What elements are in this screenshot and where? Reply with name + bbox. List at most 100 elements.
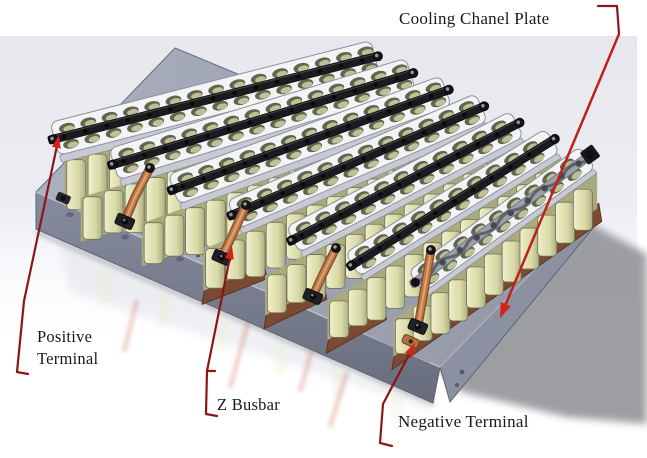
busbar-silver-blob (524, 197, 531, 204)
arrowhead-icon (500, 302, 511, 318)
bolt-glint (169, 187, 174, 191)
battery-cell (448, 279, 469, 322)
busbar-weld-tab (358, 257, 364, 262)
terminal-block (114, 213, 136, 230)
cell-top-in-hole (173, 114, 185, 121)
busbar-weld-tab (284, 146, 289, 151)
cell-top-in-hole (373, 121, 384, 129)
cell-top-in-hole (307, 186, 318, 194)
bolt-glint (374, 53, 379, 58)
battery-cell (82, 196, 103, 240)
busbar-weld-tab (260, 199, 265, 205)
cell-top-in-hole (237, 97, 249, 105)
cell-top-in-hole (331, 136, 343, 144)
cell-top-in-hole (228, 174, 239, 181)
cell-top-in-hole (492, 212, 503, 221)
battery-cell (572, 188, 593, 231)
busbar-weld-tab (358, 202, 363, 208)
bolt-glint (123, 218, 126, 222)
battery-cell (265, 222, 286, 269)
cell-top-in-hole (414, 106, 425, 114)
busbar-silver-blob (439, 259, 446, 266)
bolt-glint (428, 247, 432, 251)
busbar-weld-tab (104, 123, 109, 128)
label-positive-terminal: Positive Terminal (37, 327, 99, 368)
busbar-silver-blob (507, 209, 514, 217)
busbar-weld-tab (360, 58, 365, 63)
cell-top-in-hole (429, 274, 439, 283)
cell-top-in-hole (345, 216, 356, 224)
cell-top-in-hole (246, 212, 258, 220)
busbar-weld-tab (325, 131, 330, 136)
cell-top-in-hole (536, 196, 546, 205)
busbar-silver-blob (490, 222, 497, 229)
busbar-weld-tab (397, 182, 402, 187)
cell-top-in-hole (510, 199, 521, 208)
busbar-weld-tab (452, 199, 457, 204)
busbar-weld-tab (268, 114, 273, 119)
cell-top-in-hole (518, 209, 528, 218)
cell-top-in-hole (423, 175, 434, 183)
leader-z-busbar (204, 250, 233, 418)
bolt-glint (220, 254, 223, 258)
cell-reflection (274, 340, 287, 375)
busbar-weld-tab (377, 192, 383, 197)
busbar-weld-tab (125, 117, 131, 123)
busbar-weld-tab (428, 93, 434, 99)
battery-cell (366, 277, 387, 321)
cell-top-in-hole (306, 236, 317, 244)
bolt-glint (551, 136, 556, 141)
busbar-weld-tab (394, 75, 400, 81)
cell-plate (345, 130, 561, 281)
cell-top-in-hole (440, 212, 451, 221)
busbar-weld-tab (289, 107, 294, 113)
bolt-glint (348, 263, 353, 267)
busbar-weld-tab (346, 123, 351, 129)
cell-top-in-hole (475, 225, 485, 234)
cell-top-in-hole (316, 107, 328, 115)
cell-top-in-hole (266, 204, 278, 212)
battery-cell (205, 199, 226, 248)
busbar-highlight (49, 53, 377, 138)
battery-cell (385, 265, 406, 309)
busbar-weld-tab (489, 175, 495, 181)
busbar-weld-tab (296, 74, 301, 79)
bolt-glint (410, 70, 414, 75)
busbar-weld-tab (205, 133, 210, 138)
bolt-glint (445, 87, 450, 91)
busbar-weld-tab (331, 95, 337, 100)
battery-cell (483, 253, 504, 296)
label-negative-terminal: Negative Terminal (398, 412, 529, 431)
busbar-weld-tab (436, 162, 441, 167)
bolt-glint (333, 245, 337, 249)
bolt-glint (109, 162, 114, 166)
cell-top-in-hole (464, 248, 475, 257)
cell-top-in-hole (534, 154, 545, 163)
cell-top-in-hole (433, 201, 444, 210)
cell-top-in-hole (366, 259, 376, 267)
base-screw (459, 369, 465, 375)
battery-cell (347, 288, 368, 327)
busbar-weld-tab (396, 234, 401, 239)
cell-top-in-hole (393, 114, 405, 122)
busbar-weld-tab (83, 128, 88, 134)
cell-top-in-hole (337, 101, 349, 108)
cell-top-in-hole (496, 177, 507, 186)
leader-positive-terminal (15, 139, 60, 376)
busbar-weld-tab (416, 172, 422, 177)
busbar-weld-tab (168, 107, 173, 112)
busbar-weld-tab (387, 108, 392, 114)
cell-top-in-hole (274, 120, 286, 128)
cell-top-in-hole (571, 171, 582, 180)
busbar-weld-tab (300, 182, 306, 187)
label-cooling-channel-plate: Cooling Chanel Plate (399, 9, 550, 28)
busbar-weld-tab (142, 152, 147, 158)
busbar-weld-tab (163, 146, 168, 151)
cell-top-in-hole (347, 169, 359, 177)
cell-top-in-hole (295, 114, 307, 121)
busbar-weld-tab (421, 129, 427, 135)
busbar-silver-wave (417, 150, 597, 283)
busbar-weld-tab (263, 153, 268, 159)
cell-top-in-hole (471, 178, 481, 186)
busbar-weld-tab (338, 63, 344, 68)
